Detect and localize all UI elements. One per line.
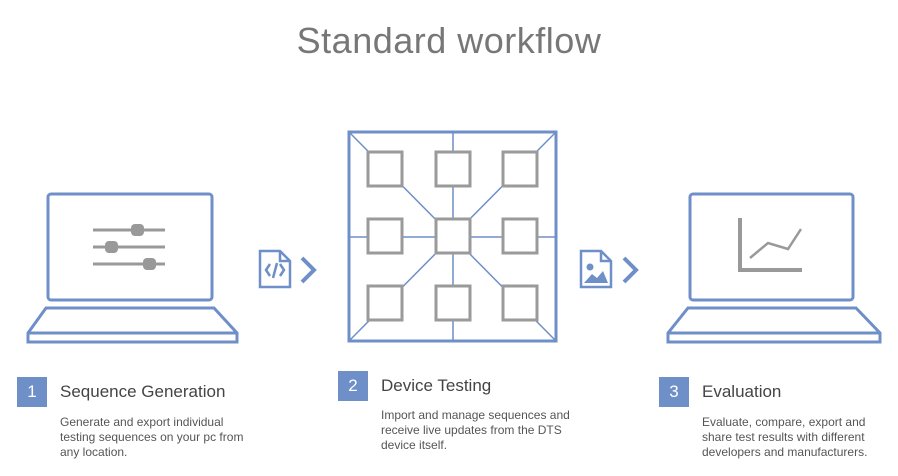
step-number-badge: 1 [17, 377, 47, 407]
page-title: Standard workflow [296, 20, 602, 61]
step-title: Device Testing [381, 376, 492, 395]
step-number-badge: 2 [338, 371, 368, 401]
step-description: Evaluate, compare, export and share test… [702, 415, 868, 459]
step-number-badge: 3 [659, 377, 689, 407]
step-title: Evaluation [702, 382, 782, 401]
chevron-right-icon [622, 256, 639, 284]
laptop-sliders-icon [26, 192, 239, 344]
step-description: Import and manage sequences and receive … [381, 408, 570, 452]
step-description: Generate and export individual testing s… [60, 415, 244, 459]
chevron-right-icon [300, 256, 317, 284]
device-grid-icon [347, 130, 558, 343]
code-file-icon [258, 249, 292, 289]
image-file-icon [579, 249, 613, 289]
step-title: Sequence Generation [60, 382, 226, 401]
laptop-chart-icon [666, 192, 882, 344]
